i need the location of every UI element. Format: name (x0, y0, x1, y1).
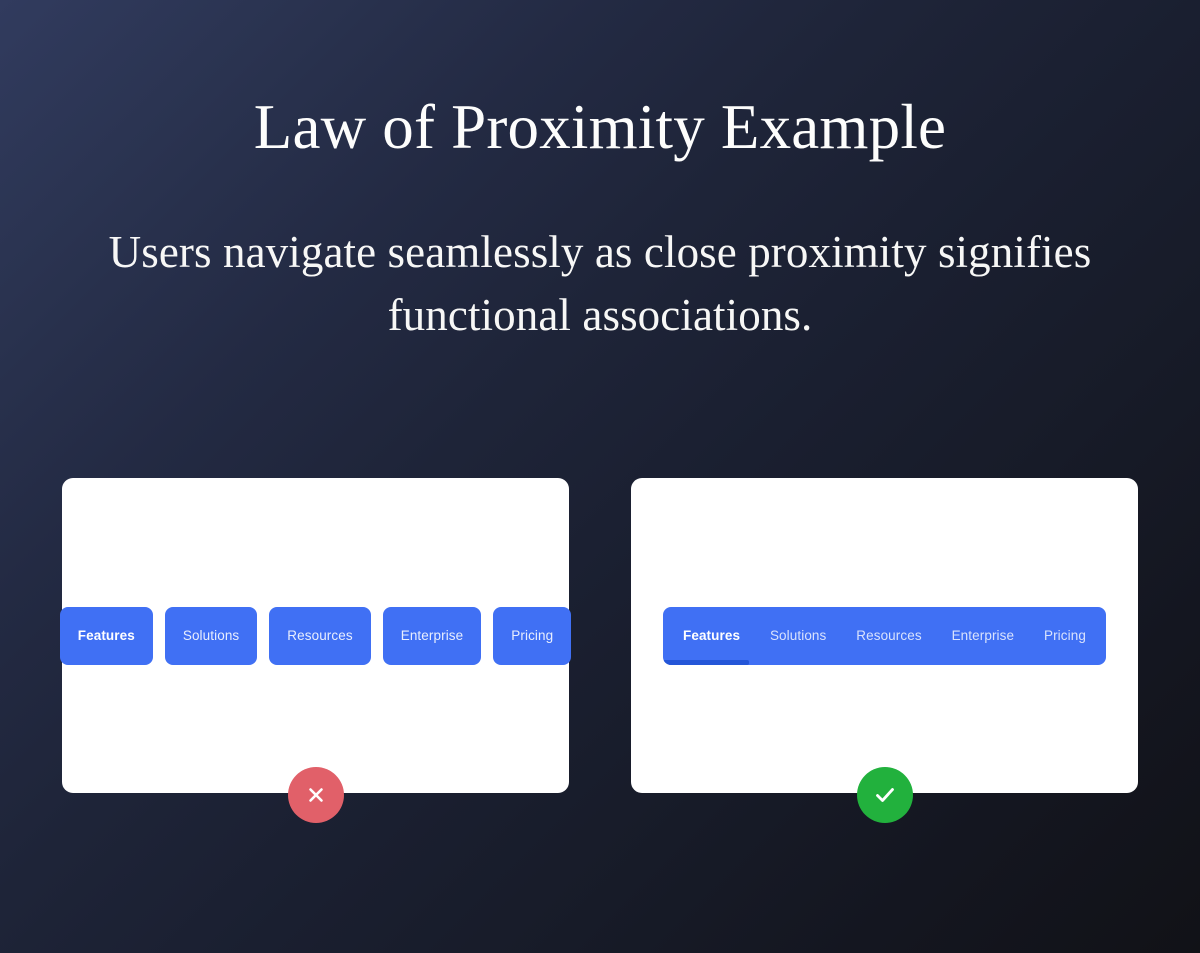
incorrect-badge (288, 767, 344, 823)
comparison-cards: Features Solutions Resources Enterprise … (59, 478, 1138, 793)
page-subtitle: Users navigate seamlessly as close proxi… (108, 227, 1092, 340)
separated-nav: Features Solutions Resources Enterprise … (59, 606, 572, 665)
nav-item-enterprise[interactable]: Enterprise (952, 607, 1015, 665)
good-example-card: Features Solutions Resources Enterprise … (631, 478, 1138, 793)
nav-item-features[interactable]: Features (683, 607, 740, 665)
page-header: Law of Proximity Example Users navigate … (0, 0, 1200, 347)
nav-item-pricing[interactable]: Pricing (1044, 607, 1086, 665)
nav-item-features[interactable]: Features (59, 606, 153, 665)
nav-item-pricing[interactable]: Pricing (493, 606, 572, 665)
close-icon (304, 783, 328, 807)
nav-item-resources[interactable]: Resources (856, 607, 921, 665)
nav-item-enterprise[interactable]: Enterprise (382, 606, 482, 665)
check-icon (872, 782, 898, 808)
nav-item-resources[interactable]: Resources (269, 606, 371, 665)
bad-example-card: Features Solutions Resources Enterprise … (59, 478, 572, 793)
nav-item-solutions[interactable]: Solutions (770, 607, 826, 665)
active-tab-underline (663, 659, 749, 665)
correct-badge (857, 767, 913, 823)
grouped-nav: Features Solutions Resources Enterprise … (663, 606, 1106, 665)
nav-item-solutions[interactable]: Solutions (164, 606, 258, 665)
page-title: Law of Proximity Example (253, 92, 947, 162)
